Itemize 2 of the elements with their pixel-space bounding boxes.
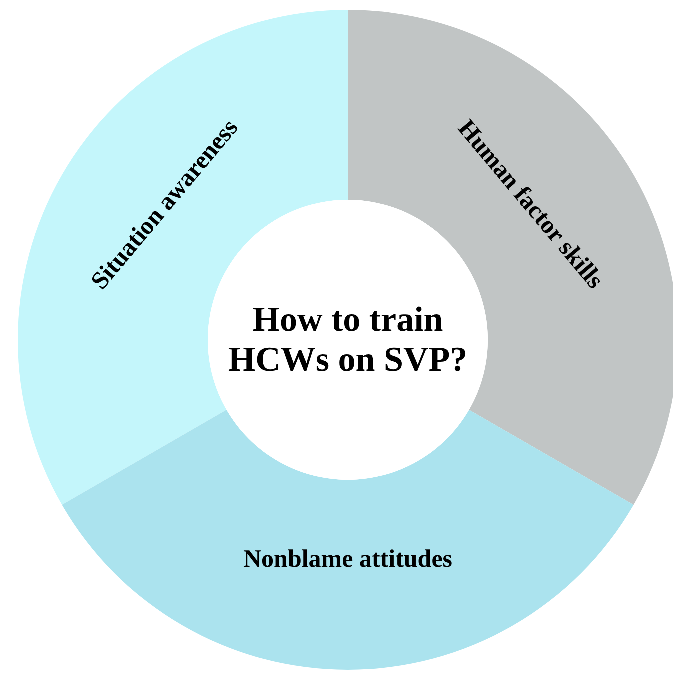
segment-label: Nonblame attitudes [244, 546, 453, 574]
center-question: How to train HCWs on SVP? [227, 300, 469, 380]
